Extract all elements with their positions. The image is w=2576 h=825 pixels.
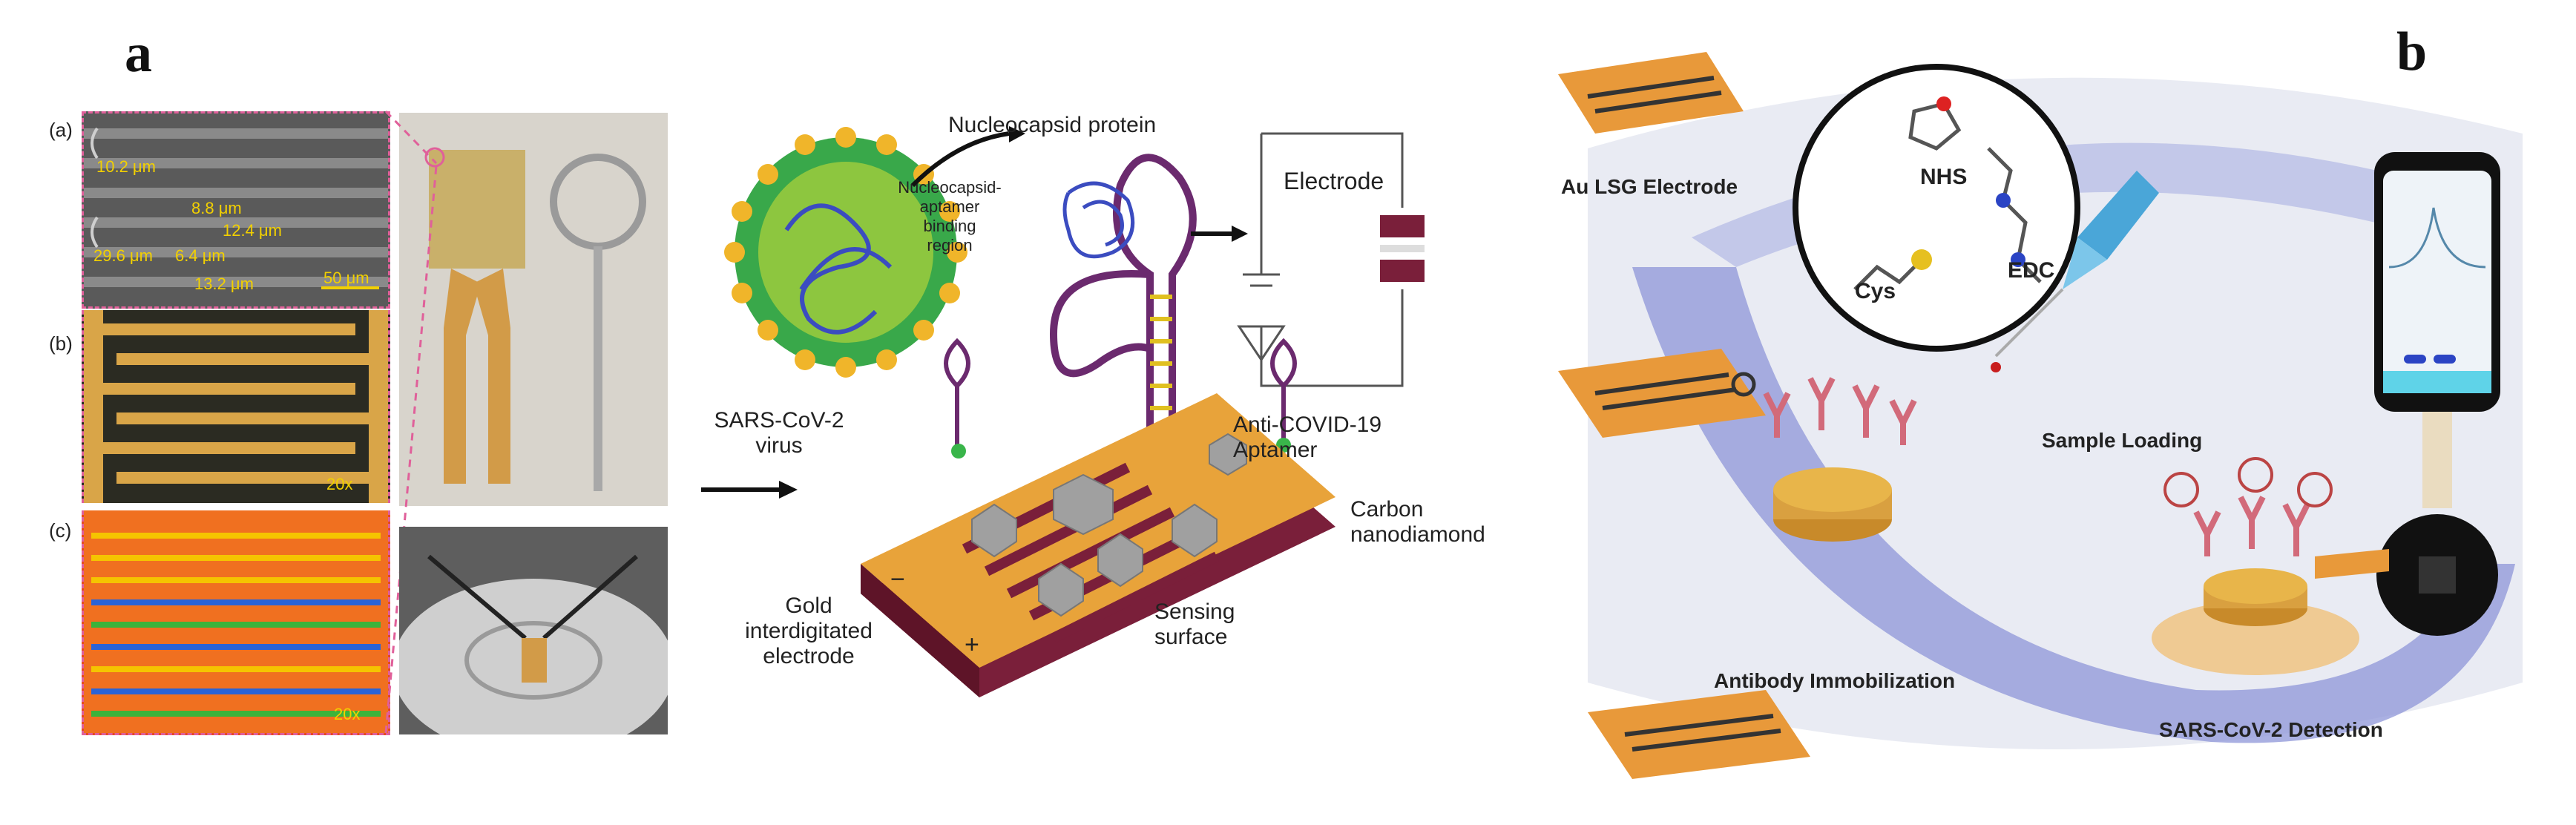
label-cys: Cys xyxy=(1855,279,1896,303)
aptasensor-schematic xyxy=(701,126,1425,697)
label-virus: SARS-CoV-2 virus xyxy=(714,408,844,458)
optical-magnification: 20x xyxy=(326,475,353,493)
profilometry-image xyxy=(82,510,390,735)
chip-minus: − xyxy=(890,565,905,594)
sem-measure-3: 12.4 μm xyxy=(223,221,282,240)
lsg-electrode-top xyxy=(1558,52,1744,134)
probe-station-graphic xyxy=(399,554,668,734)
sub-label-b: (b) xyxy=(49,332,73,355)
panel-a-letter: a xyxy=(125,23,152,84)
sem-measure-5: 6.4 μm xyxy=(175,246,226,265)
smartphone-icon xyxy=(2374,152,2500,412)
pipette-icon xyxy=(1991,171,2159,372)
ide-chip-graphic xyxy=(861,393,1335,697)
lsg-electrode-bottom xyxy=(1588,690,1810,779)
small-aptamers-graphic xyxy=(944,338,1297,445)
probe-station-photo xyxy=(399,527,668,734)
label-nucleocapsid-protein: Nucleocapsid protein xyxy=(948,113,1157,137)
detection-disc xyxy=(2152,457,2359,675)
sem-measure-4: 29.6 μm xyxy=(93,246,153,265)
device-photo-graphic xyxy=(424,147,646,491)
label-sample-loading: Sample Loading xyxy=(2042,429,2203,452)
antibody-disc xyxy=(1763,377,1917,542)
sem-electrode-fingers xyxy=(84,127,388,289)
optical-fingers xyxy=(84,310,388,503)
panel-b-letter: b xyxy=(2396,22,2428,82)
label-gold-ide: Gold interdigitated electrode xyxy=(745,594,873,668)
label-sensing-surface: Sensing surface xyxy=(1154,599,1235,649)
label-nhs: NHS xyxy=(1920,165,1968,189)
optical-micrograph xyxy=(82,310,390,503)
lsg-electrode-middle xyxy=(1558,349,1766,438)
label-nanodiamond: Carbon nanodiamond xyxy=(1350,497,1485,547)
sub-label-a: (a) xyxy=(49,119,73,141)
label-binding-region: Nucleocapsid- aptamer binding region xyxy=(898,178,1002,254)
sem-measure-1: 10.2 μm xyxy=(96,157,156,176)
chip-plus: + xyxy=(965,631,979,659)
lsg-workflow-graphic xyxy=(1558,52,2523,779)
label-aptamer: Anti-COVID-19 Aptamer xyxy=(1233,412,1382,462)
sem-measure-6: 13.2 μm xyxy=(194,275,254,293)
label-electrode: Electrode xyxy=(1284,168,1384,194)
device-photo xyxy=(399,113,668,506)
label-au-lsg-electrode: Au LSG Electrode xyxy=(1561,175,1738,198)
sars-cov-2-virus-graphic xyxy=(724,127,967,378)
label-edc: EDC xyxy=(2008,258,2055,283)
sem-micrograph xyxy=(82,111,390,309)
label-antibody-immobilization: Antibody Immobilization xyxy=(1714,669,1956,692)
sem-measure-2: 8.8 μm xyxy=(191,199,242,217)
label-sars-cov-2-detection: SARS-CoV-2 Detection xyxy=(2159,718,2383,741)
zoom-lines xyxy=(384,110,438,734)
sem-scalebar-label: 50 μm xyxy=(323,269,369,287)
profilometry-magnification: 20x xyxy=(334,705,361,723)
sub-label-c: (c) xyxy=(49,519,72,542)
chemistry-circle xyxy=(1793,64,2080,352)
profilometry-stripes xyxy=(84,510,388,733)
electrode-circuit-graphic xyxy=(1237,132,1404,387)
